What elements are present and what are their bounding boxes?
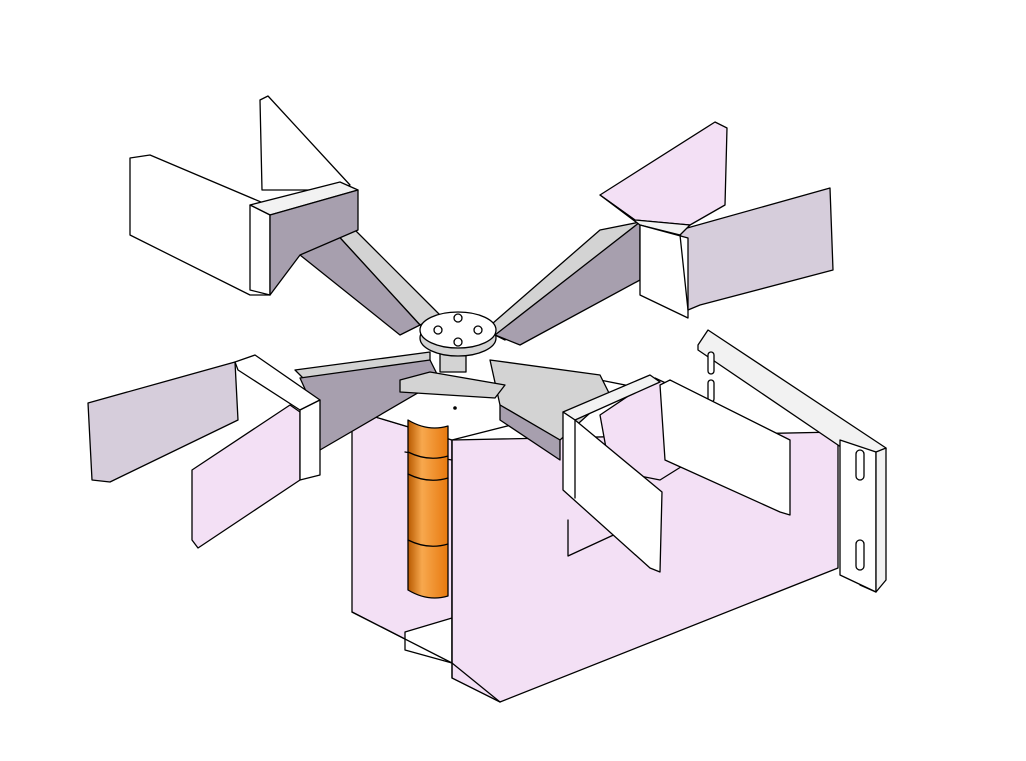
- housing-inner-rib: [567, 519, 621, 557]
- flange-slot: [707, 379, 715, 403]
- hub-bolt: [453, 313, 463, 323]
- actuator-cylinder: [407, 419, 449, 599]
- gripper-jaw-north-west: [129, 95, 359, 296]
- hub-disc-top: [419, 311, 497, 349]
- jaw-edge: [679, 234, 689, 311]
- rotor-arm-north-east: [484, 221, 641, 346]
- hub-wedge-plate: [399, 371, 506, 399]
- jaw-bridge-front: [639, 224, 689, 319]
- cylinder-body: [407, 419, 449, 599]
- jaw-bridge: [599, 194, 691, 236]
- jaw-bridge-front: [299, 399, 321, 481]
- hub-center-mark: [453, 406, 457, 410]
- hub-bolt: [453, 337, 463, 347]
- arm-top: [489, 359, 611, 441]
- cylinder-ring-2: [407, 473, 449, 481]
- jaw-plate-back: [259, 95, 351, 191]
- jaw-inner: [269, 189, 359, 296]
- flange-slot: [855, 539, 865, 571]
- hub-bolt: [433, 325, 443, 335]
- cylinder-ring-3: [407, 539, 449, 547]
- gripper-jaw-south-west: [87, 354, 321, 549]
- flange-edge: [875, 447, 887, 593]
- arm-side: [494, 221, 641, 346]
- mounting-flange: [697, 329, 887, 593]
- jaw-bridge-front: [249, 204, 271, 296]
- jaw-plate-left: [129, 154, 271, 296]
- flange-slot: [855, 449, 865, 481]
- gripper-jaw-south-east: [562, 374, 791, 573]
- jaw-plate-right: [659, 379, 791, 516]
- flange-slot: [707, 351, 715, 375]
- cylinder-ring-1: [407, 451, 449, 459]
- arm-side: [499, 404, 561, 461]
- hub-bolt: [473, 325, 483, 335]
- jaw-plate-left: [87, 361, 239, 483]
- gripper-jaw-north-east: [599, 121, 834, 319]
- rotor-arm-south-east: [489, 359, 611, 461]
- rotor-hub: [399, 311, 506, 410]
